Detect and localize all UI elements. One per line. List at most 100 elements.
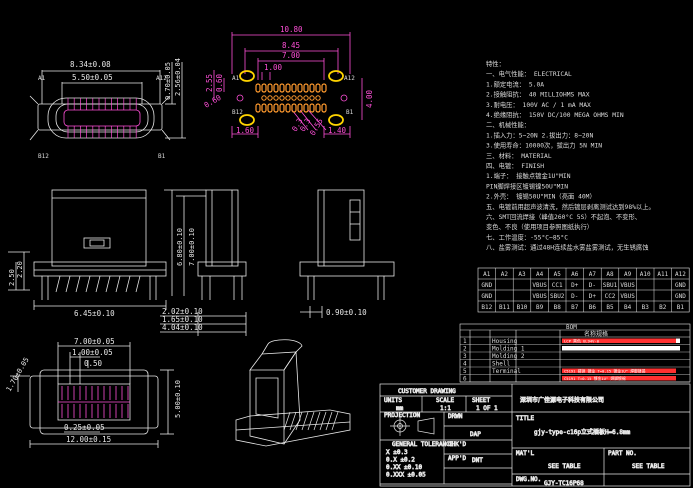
spec-note-line: 三、材料： MATERIAL xyxy=(486,151,552,160)
fp-left-v2-dim: 0.60 xyxy=(215,73,224,92)
spec-note-line: 3.使用寿命：10000次，拔出力 5N MIN xyxy=(486,141,602,150)
bom-row-spec: C5191 磷铜 镀金 T=0.15 镀金1U" 焊脚镀锡 xyxy=(564,369,646,374)
fp-pin-a12-label: A12 xyxy=(344,75,355,82)
footprint-via xyxy=(309,95,315,101)
tb-tolerance-line: 0.XX ±0.10 xyxy=(386,464,423,471)
pin-table-cell: GND xyxy=(675,282,686,289)
tb-units-value: mm xyxy=(396,405,404,412)
iso-pin xyxy=(295,411,303,431)
tb-appd-label: APP'D xyxy=(448,455,466,462)
footprint-pad-row-b xyxy=(255,103,261,113)
footprint-pad-row-b xyxy=(309,103,315,113)
spec-note-line: 八、盐雾测试：通过48H连续盐水雾盐雾测试，无生锈腐蚀 xyxy=(486,243,649,252)
pin-table-cell: GND xyxy=(481,282,492,289)
pin-table-cell: D+ xyxy=(589,293,597,300)
side-lead xyxy=(75,275,81,293)
tb-mat-label: MAT'L xyxy=(516,450,534,457)
footprint-pad-row-a xyxy=(309,83,315,93)
fp-left-v1-dim: 2.55 xyxy=(205,74,214,92)
bottom-view-contacts xyxy=(61,386,129,418)
footprint-via xyxy=(297,95,303,101)
bottom-right-height-dim: 5.00±0.10 xyxy=(174,380,182,418)
side-lead xyxy=(115,275,121,293)
spec-note-line: 3.耐电压： 100V AC / 1 mA MAX xyxy=(486,100,591,109)
side-base-width-dim: 6.45±0.10 xyxy=(74,309,115,318)
spec-note-line: 二、机械性能： xyxy=(486,120,530,129)
footprint-pad-row-b xyxy=(297,103,303,113)
tb-scale-value: 1:1 xyxy=(440,405,451,412)
iso-pin xyxy=(313,411,321,431)
tb-tolerance-line: 0.XXX ±0.05 xyxy=(386,472,426,479)
fp-width-mid-dim: 8.45 xyxy=(282,41,300,50)
footprint-pad-row-a xyxy=(285,83,291,93)
spec-note-line: 四、电镀： FINISH xyxy=(486,161,544,170)
side-lead xyxy=(95,275,101,293)
pin-table-cell: B3 xyxy=(642,304,650,311)
pin-table-cell: CC2 xyxy=(605,293,616,300)
bottom-pitch-half-dim: 0.50 xyxy=(84,359,103,368)
tb-tolerance-line: X ±0.3 xyxy=(386,449,408,456)
front-inner-width-dim: 5.50±0.05 xyxy=(72,73,113,82)
pin-table-cell: A10 xyxy=(640,271,651,278)
bom-row-item: Terminal xyxy=(492,368,521,375)
side-lead xyxy=(55,275,61,293)
pin-table-cell: B4 xyxy=(624,304,632,311)
bom-row-item: Housing xyxy=(492,338,518,345)
bom-table xyxy=(459,323,691,383)
bom-row-bar xyxy=(562,346,680,351)
front-view-contacts xyxy=(67,98,137,138)
iso-pin xyxy=(331,411,339,431)
tb-part-label: PART NO. xyxy=(608,450,637,457)
pin-table-cell: B9 xyxy=(536,304,544,311)
tb-projection-label: PROJECTION xyxy=(384,412,421,419)
bom-row-no: 2 xyxy=(463,346,467,353)
spec-note-line: 2.外壳： 镀锡50U"MIN（亮面 40M） xyxy=(486,192,596,201)
footprint-via xyxy=(261,95,267,101)
front-top-width-dim: 8.34±0.08 xyxy=(70,60,111,69)
footprint-pad-row-a xyxy=(273,83,279,93)
footprint-pad-row-b xyxy=(261,103,267,113)
front-view xyxy=(29,62,186,141)
spec-note-line: 变色、不良（使用项目参照图纸执行） xyxy=(486,222,593,231)
fp-bottom-right-dim: 1.40 xyxy=(328,126,347,135)
spec-note-line: 一、电气性能： ELECTRICAL xyxy=(486,69,572,78)
pin-table-cell: B5 xyxy=(606,304,614,311)
footprint-pad-row-b xyxy=(315,103,321,113)
footprint-pad-row-b xyxy=(285,103,291,113)
footprint-via xyxy=(267,95,273,101)
fp-pin-b12-label: B12 xyxy=(232,109,243,116)
bom-row-spec: C5191 T=0.15 镀金1U" 焊脚镀锡 xyxy=(564,376,626,381)
bom-col-name: 名称规格 xyxy=(584,330,608,338)
footprint-pad-row-b xyxy=(321,103,327,113)
pin-table-cell: D+ xyxy=(571,282,579,289)
fp-bottom-left-dim: 1.60 xyxy=(236,126,255,135)
fp-width-inner-dim: 7.00 xyxy=(282,51,301,60)
bom-row-bar xyxy=(562,338,676,343)
fp-pin-a1-label: A1 xyxy=(232,75,240,82)
side-left-b-dim: 2.20 xyxy=(16,261,24,278)
footprint-pad-row-a xyxy=(321,83,327,93)
front-pin-b1-label: B1 xyxy=(158,153,166,160)
pin-table-cell: GND xyxy=(481,293,492,300)
spec-note-line: 七、工作温度：-55°C~85°C xyxy=(486,232,568,241)
iso-pin xyxy=(319,411,327,431)
pin-table-cell: B1 xyxy=(677,304,685,311)
side-lead xyxy=(105,275,111,293)
bom-row-bar xyxy=(562,376,676,381)
pin-table-cell: B11 xyxy=(499,304,510,311)
bom-row-spec: LCP 黑色 UL94V-0 xyxy=(564,339,600,344)
bottom-top-width-dim: 7.00±0.05 xyxy=(74,337,115,346)
footprint-pad-row-a xyxy=(255,83,261,93)
front-height-left-dim: 0.70±0.05 xyxy=(164,62,172,100)
footprint-pad-row-b xyxy=(303,103,309,113)
tb-dwg-label: DWG.NO. xyxy=(516,476,541,483)
pin-table-cell: VBUS xyxy=(620,282,635,289)
side-height-a-dim: 6.80±0.10 xyxy=(176,228,184,266)
spec-note-line: 五、电镀前用超声波清洗，然后镀层剥离测试达到98%以上。 xyxy=(486,202,655,211)
pin-table-cell: CC1 xyxy=(552,282,563,289)
pin-table-cell: B8 xyxy=(554,304,562,311)
tb-appd-value: DNT xyxy=(472,457,483,464)
